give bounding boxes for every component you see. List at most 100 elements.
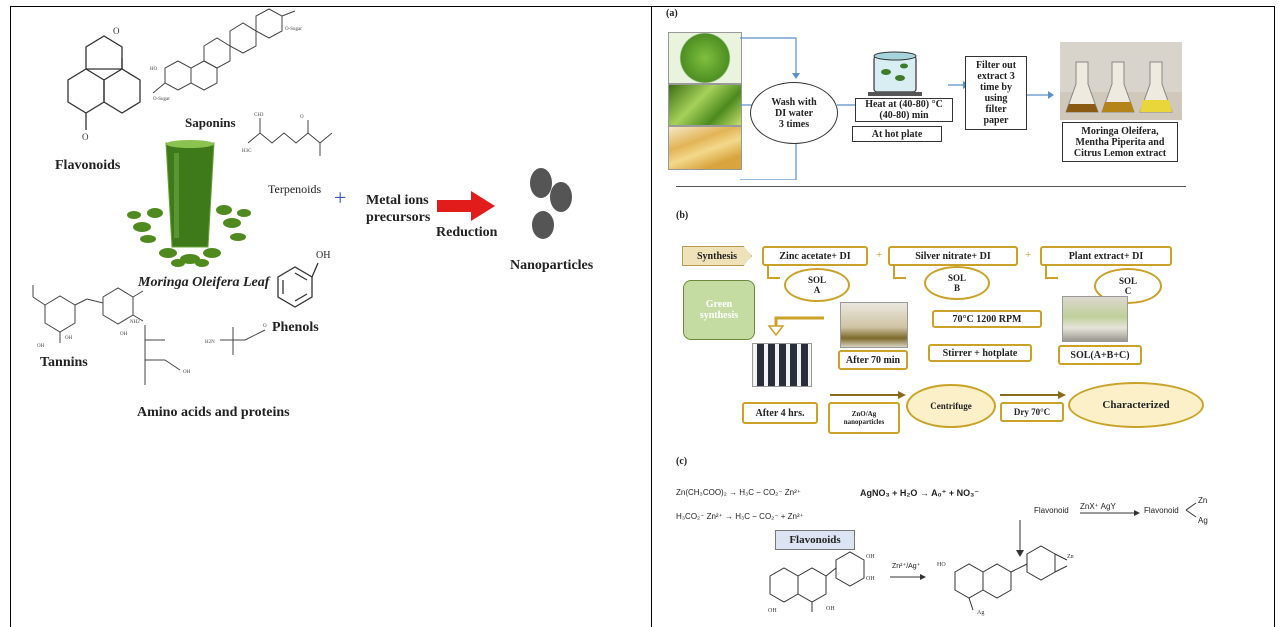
synthesis-tag: Synthesis [682,246,752,266]
hot-plate-label: At hot plate [871,128,923,140]
svg-text:O-Sugar: O-Sugar [285,27,302,32]
phenol-structure [277,262,319,308]
saponins-label: Saponins [185,115,236,130]
mint-leaves-photo [668,84,742,126]
filter-line-4: using [984,93,1008,104]
svg-text:H2N: H2N [205,340,215,345]
svg-text:O: O [300,115,304,120]
panel-a-label: (a) [666,8,678,19]
hot-plate-box: At hot plate [852,126,942,142]
red-arrow-icon [437,191,495,221]
heat-step: Heat at (40-80) °C(40-80) min [855,98,953,122]
after-70-box: After 70 min [838,350,908,370]
arrow-label: Zn²⁺/Ag⁺ [892,563,921,570]
svg-text:HO: HO [150,67,158,72]
sol-c-line-1: SOL [1118,276,1137,286]
extract-line-3: Citrus Lemon extract [1073,147,1167,159]
filter-line-3: time by [980,82,1012,93]
ag-label: Ag [1198,516,1208,525]
svg-text:O: O [82,132,89,142]
right-cell [651,6,1275,627]
down-arrow-icon [1016,520,1024,557]
moringa-drink-image [127,140,251,267]
equation-1: Zn(CH₃COO)₂ → H₃C − CO₂⁻ Zn²⁺ [676,488,801,497]
reaction-arrow-2-icon [890,574,926,580]
flasks-photo [1060,42,1182,120]
svg-text:Zn: Zn [1067,554,1074,560]
svg-text:HO: HO [937,562,946,568]
flavonoids-box: Flavonoids [775,530,855,550]
equation-3: AgNO₃ + H₂O → A₀⁺ + NO₃⁻ [860,488,980,498]
plus-2: + [1025,249,1032,261]
filter-line-6: paper [983,115,1009,126]
stirrer-label: Stirrer + hotplate [942,347,1018,359]
beaker-icon [868,51,922,96]
sol-b-line-1: SOL [947,273,966,283]
tannin-structure: OH OH OH [32,285,144,349]
zinc-acetate-box: Zinc acetate+ DI [762,246,868,266]
after-70-photo [840,302,908,348]
zinc-acetate-label: Zinc acetate+ DI [779,250,851,262]
terpenoids-label: Terpenoids [268,182,322,196]
return-arrow-icon [767,316,824,336]
dry-box: Dry 70°C [1000,402,1064,422]
filter-line-2: extract 3 [977,71,1015,82]
svg-text:CH3: CH3 [254,113,264,118]
stirrer-box: Stirrer + hotplate [928,344,1032,362]
dry-label: Dry 70°C [1013,406,1051,417]
filter-line-1: Filter out [975,60,1017,71]
extract-line-2: Mentha Piperita and [1075,136,1165,148]
phenol-oh-label: OH [316,250,331,261]
plant-extract-box: Plant extract+ DI [1040,246,1172,266]
equation-2: H₃CO₂⁻ Zn²⁺ → H₃C − CO₂⁻ + Zn²⁺ [676,512,804,521]
plus-sign: + [334,185,347,210]
heat-line-1: Heat at (40-80) °C [865,99,943,110]
panel-c-label: (c) [676,456,688,467]
process-arrows [830,391,1066,399]
panel-b-label: (b) [676,210,689,221]
saponin-structure: HO O-Sugar O-Sugar [150,8,302,102]
svg-text:OH: OH [120,332,128,337]
flavonoid-reagent: ZnX⁺ AgY [1080,502,1116,511]
nanoparticles-label: Nanoparticles [510,258,594,273]
plus-1: + [876,249,883,261]
precursors-label: precursors [366,210,431,225]
after-70-label: After 70 min [845,354,901,366]
terpenoid-structure: CH3 O H3C [242,113,333,156]
nanoparticles-icon [530,168,572,239]
metal-ions-label: Metal ions [366,193,429,208]
filter-line-5: filter [985,104,1007,115]
centrifuge-step: Centrifuge [906,384,996,428]
flavonoid-complex-structure: HO Zn Ag [937,545,1074,616]
zno-ag-line-2: nanoparticles [843,418,885,426]
green-synthesis-line-1: Green [705,299,733,310]
flavonoids-box-label: Flavonoids [789,533,841,546]
svg-text:O: O [113,26,120,36]
svg-text:OH: OH [37,344,45,349]
sol-connectors [767,266,1058,279]
wash-line-1: Wash with [771,96,817,108]
after-4-label: After 4 hrs. [755,407,805,419]
svg-text:NH2: NH2 [130,320,140,325]
svg-text:OH: OH [866,554,875,560]
green-synthesis-line-2: synthesis [699,310,739,321]
stirrer-photo [1062,296,1128,342]
extract-line-1: Moringa Oleifera, [1081,125,1159,137]
zno-ag-line-1: ZnO/Ag [851,410,877,418]
svg-text:Ag: Ag [977,610,984,616]
phenols-label: Phenols [272,320,319,335]
sol-abc-label: SOL(A+B+C) [1070,349,1130,361]
moringa-leaf-label: Moringa Oleifera Leaf [138,275,270,290]
reaction-arrow-icon [1080,510,1140,516]
flavonoid-structure: O O [67,26,141,142]
after-4-box: After 4 hrs. [742,402,818,424]
moringa-leaves-photo [668,32,742,84]
tannins-label: Tannins [40,355,88,370]
svg-text:O: O [263,324,267,329]
